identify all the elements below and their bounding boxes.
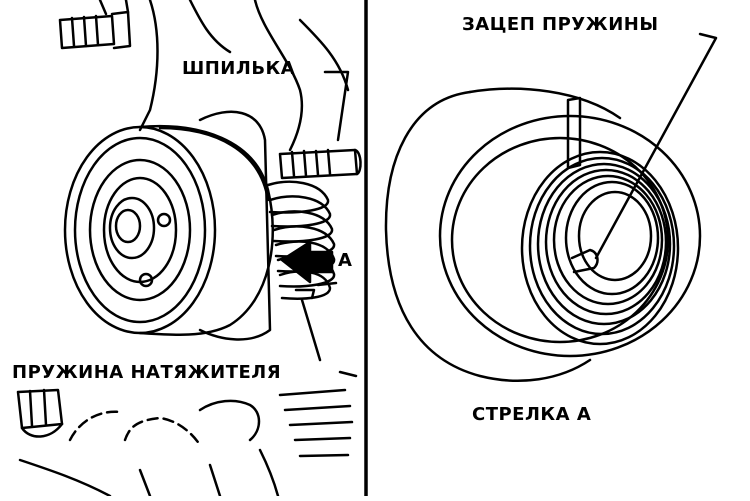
stud-leader-line xyxy=(325,72,348,140)
tension-spring-leader-end xyxy=(340,372,356,376)
tension-spring-leader xyxy=(302,300,320,360)
engine-contour-3 xyxy=(255,0,302,150)
lower-engine-contour-2 xyxy=(200,401,259,440)
stud-label: ШПИЛЬКА xyxy=(182,58,296,79)
spring-hook-label: ЗАЦЕП ПРУЖИНЫ xyxy=(462,14,659,35)
tension-spring xyxy=(268,182,334,299)
arrow-a-label: А xyxy=(338,250,353,271)
bracket-tab xyxy=(296,290,314,298)
engine-contour-1 xyxy=(140,0,158,130)
pulley-rim xyxy=(440,116,700,356)
engine-fins xyxy=(280,390,352,456)
outer-housing xyxy=(386,92,590,381)
tensioner-bracket xyxy=(200,112,270,340)
lower-bolt xyxy=(18,390,62,437)
bracket-tab-2 xyxy=(318,283,336,285)
top-bolt xyxy=(60,0,130,48)
view-arrow-a-label: СТРЕЛКА А xyxy=(472,404,592,425)
outer-housing-top xyxy=(470,89,620,118)
spring-hook-leader xyxy=(596,34,716,258)
lower-contours xyxy=(20,450,278,496)
right-panel-drawing xyxy=(386,34,716,381)
spring-tail xyxy=(568,98,580,168)
engine-contour-2 xyxy=(190,0,230,52)
spring-coils-view xyxy=(522,152,678,344)
idler-pulley xyxy=(65,126,273,335)
left-panel-drawing xyxy=(18,0,361,496)
tensioner-spring-label: ПРУЖИНА НАТЯЖИТЕЛЯ xyxy=(12,362,282,383)
stud xyxy=(280,150,361,178)
engine-contour-4 xyxy=(300,20,348,90)
lower-engine-contour xyxy=(70,412,200,445)
pulley-rim-inner xyxy=(452,138,668,342)
arrow-a-icon xyxy=(282,242,332,282)
